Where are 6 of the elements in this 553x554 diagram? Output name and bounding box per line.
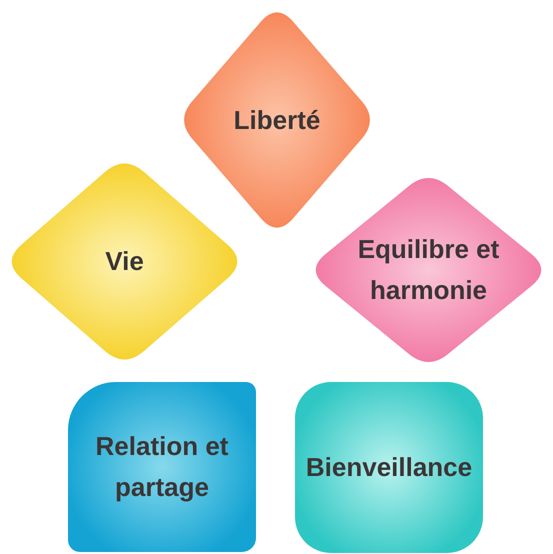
node-label: Liberté: [234, 104, 320, 136]
node-label: Equilibre et harmonie: [356, 233, 500, 307]
rounded-square-node: [295, 382, 483, 553]
node-label: Vie: [105, 245, 144, 278]
node-label: Relation et partage: [94, 430, 230, 504]
node-label: Bienveillance: [306, 451, 472, 484]
